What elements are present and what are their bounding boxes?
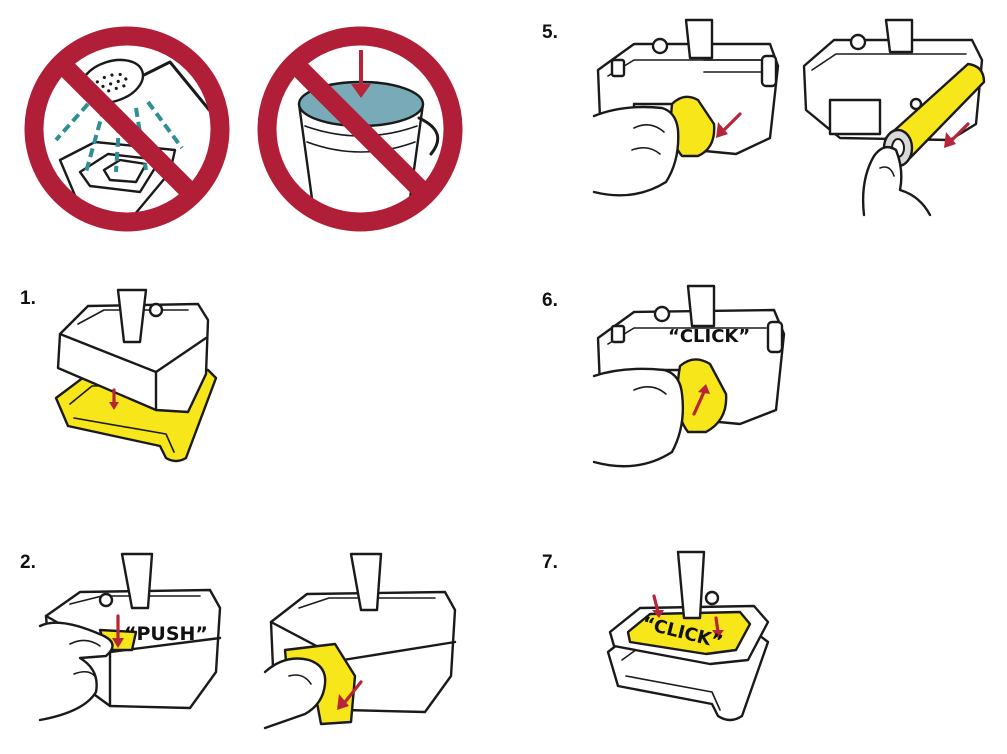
step-6-illustration: “CLICK”: [592, 284, 794, 476]
step-number: 7.: [542, 552, 558, 573]
remove-brush-roll-icon: [592, 18, 780, 197]
push-release-roller-cover-icon: “PUSH”: [38, 552, 222, 722]
insert-brush-roll-icon: “CLICK”: [592, 284, 786, 468]
step-number: 2.: [20, 552, 36, 573]
step-2-illustration-push: “PUSH”: [38, 552, 230, 722]
step-5-illustration-remove: [592, 18, 789, 215]
prohibition-circle: [24, 26, 230, 232]
step-2-illustration-pull: [263, 552, 465, 732]
no-rinsing-warning: [20, 22, 235, 237]
remove-cleaning-tray-icon: [54, 288, 218, 463]
push-callout: “PUSH”: [124, 623, 208, 645]
step-number: 5.: [542, 22, 558, 43]
click-callout: “CLICK”: [668, 326, 750, 347]
no-submerging-warning: [253, 22, 468, 237]
step-7-illustration: “CLICK”: [600, 550, 780, 732]
pull-brush-roll-out-icon: [802, 18, 986, 217]
step-number: 6.: [542, 290, 558, 311]
step-1-illustration: [48, 286, 223, 466]
prohibition-slash: [290, 59, 430, 199]
step-5-illustration-pull-roll: [800, 18, 995, 217]
pull-roller-cover-icon: [263, 552, 457, 730]
refit-cleaning-tray-icon: “CLICK”: [606, 550, 770, 722]
no-rinsing-under-tap-icon: [24, 26, 230, 232]
prohibition-circle: [257, 26, 463, 232]
prohibition-slash: [57, 59, 197, 199]
step-number: 1.: [20, 288, 36, 309]
no-submerging-in-bucket-icon: [257, 26, 463, 232]
